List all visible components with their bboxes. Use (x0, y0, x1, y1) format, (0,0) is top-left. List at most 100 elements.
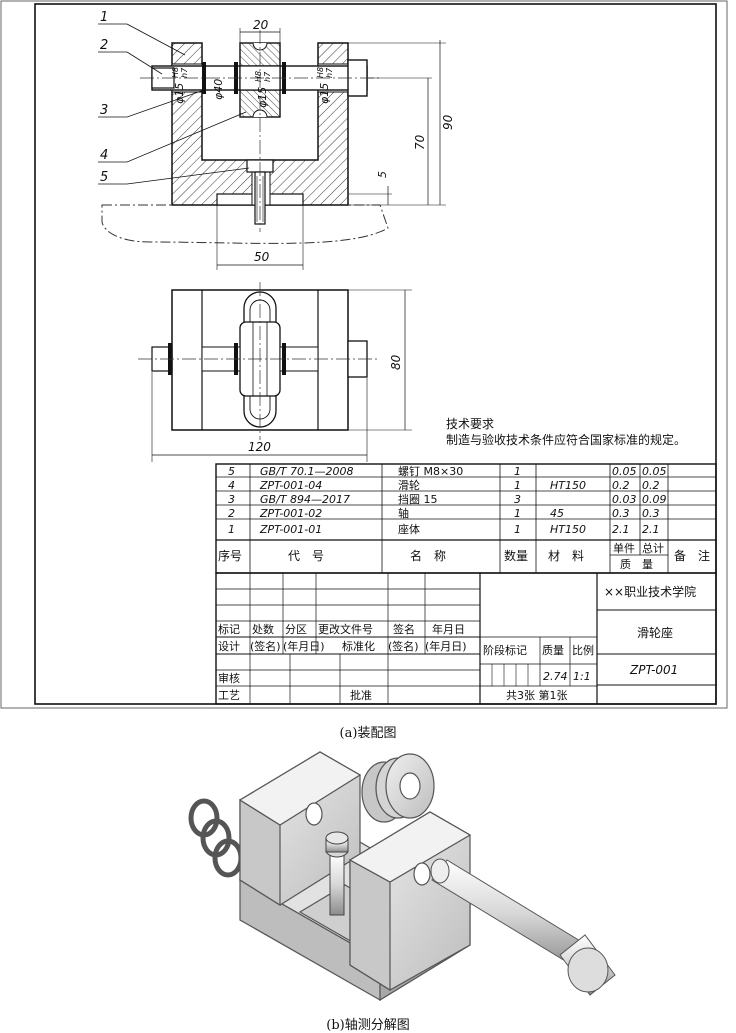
dim-20: 20 (253, 18, 269, 32)
bom-qty: 3 (514, 493, 521, 506)
bom-unit: 0.3 (612, 507, 630, 520)
rev-sign: 签名 (393, 622, 415, 636)
bom-material: 45 (550, 507, 564, 520)
callout-3: 3 (100, 103, 108, 118)
bom-total: 0.3 (642, 507, 660, 520)
tech-req-title: 技术要求 (446, 417, 494, 431)
retaining-rings (188, 798, 244, 878)
hdr-remark: 备 注 (674, 548, 710, 563)
hdr-code: 代 号 (288, 549, 324, 563)
bom-total: 0.09 (642, 493, 667, 506)
dim-phi40: φ40 (212, 79, 225, 100)
dim-5: 5 (376, 171, 389, 178)
bom-total: 0.2 (642, 479, 660, 492)
stage-mark: 阶段标记 (483, 643, 527, 657)
bom-name: 挡圈 15 (398, 492, 438, 506)
fit-mid-shaft: h7 (263, 71, 272, 82)
rev-date: 年月日 (432, 622, 465, 636)
rev-count: 处数 (252, 623, 274, 636)
tech-req-text: 制造与验收技术条件应符合国家标准的规定。 (446, 432, 686, 447)
design-label: 设计 (218, 640, 240, 653)
design-date: (年月日) (283, 639, 325, 653)
callout-1: 1 (100, 10, 108, 25)
callout-2: 2 (100, 38, 108, 53)
callout-4: 4 (100, 148, 108, 163)
hdr-seq: 序号 (218, 548, 242, 563)
caption-b: (b)轴测分解图 (326, 1018, 410, 1033)
fit-mid-hole: H8 (254, 71, 263, 82)
drawing-no: ZPT-001 (629, 663, 678, 677)
bom-total: 2.1 (642, 523, 660, 536)
bom-name: 螺钉 M8×30 (398, 465, 463, 478)
bom-total: 0.05 (642, 465, 667, 478)
bom-unit: 0.2 (612, 479, 630, 492)
bom-unit: 0.05 (612, 465, 637, 478)
bom-seq: 2 (228, 507, 235, 520)
std-date: (年月日) (425, 639, 467, 653)
review-label: 审核 (218, 671, 240, 685)
dim-50: 50 (254, 250, 270, 264)
hdr-total: 总计 (642, 541, 664, 555)
hdr-material: 材 料 (548, 549, 584, 563)
title-block (215, 572, 717, 705)
bom-seq: 4 (228, 479, 235, 492)
bom-unit: 2.1 (612, 523, 630, 536)
dim-70: 70 (413, 134, 427, 150)
callout-5: 5 (100, 170, 108, 185)
exploded-isometric-view (188, 751, 616, 1002)
fit-right-shaft: h7 (325, 67, 334, 78)
fit-right: φ15 (318, 83, 331, 104)
bom-qty: 1 (514, 479, 521, 492)
design-sign: (签名) (250, 639, 281, 653)
approve-label: 批准 (350, 688, 372, 702)
caption-a: (a)装配图 (339, 726, 397, 741)
dim-120: 120 (248, 440, 271, 454)
bom-code: ZPT-001-04 (259, 479, 322, 492)
bom-code: ZPT-001-01 (259, 523, 322, 536)
pulley (361, 753, 435, 823)
fit-left: φ15 (173, 83, 186, 104)
fit-left-hole: H8 (171, 67, 180, 78)
scale-value: 1:1 (573, 670, 591, 683)
mass-label: 质量 (542, 644, 564, 657)
base-body (238, 751, 472, 1002)
bom-qty: 1 (514, 523, 521, 536)
bom-code: ZPT-001-02 (259, 507, 322, 520)
fit-left-shaft: h7 (180, 67, 189, 78)
front-section-view: 1 2 3 4 5 20 90 70 5 50 φ40 φ15 H8 h7 φ1… (98, 10, 455, 270)
company: ××职业技术学院 (604, 584, 696, 599)
mass-value: 2.74 (543, 670, 568, 683)
std-sign: (签名) (388, 639, 419, 653)
bom-rows: 5 GB/T 70.1—2008 螺钉 M8×30 1 0.05 0.05 4 … (228, 465, 667, 536)
hdr-qty: 数量 (504, 548, 528, 563)
sheets: 共3张 第1张 (506, 688, 568, 702)
bom-material: HT150 (550, 523, 586, 536)
top-view: 80 120 (138, 282, 412, 462)
std-label: 标准化 (342, 639, 375, 653)
bom-qty: 1 (514, 507, 521, 520)
screw (325, 831, 349, 916)
title-block-text: 标记 处数 分区 更改文件号 签名 年月日 设计 (签名) (年月日) 标准化 … (218, 584, 696, 702)
dim-80: 80 (389, 354, 403, 370)
process-label: 工艺 (218, 689, 240, 702)
fit-mid: φ15 (256, 87, 269, 108)
bom-qty: 1 (514, 465, 521, 478)
outer-frame (0, 0, 728, 709)
scale-label: 比例 (572, 643, 594, 657)
drawing-border (34, 3, 717, 705)
bom-name: 座体 (398, 522, 420, 536)
bom-headers: 序号 代 号 名 称 数量 材 料 单件 总计 质 量 备 注 (218, 541, 710, 571)
bom-table (215, 463, 717, 574)
bom-code: GB/T 70.1—2008 (260, 465, 353, 478)
bom-seq: 5 (228, 465, 235, 478)
fit-right-hole: H8 (316, 67, 325, 78)
rev-mark: 标记 (218, 622, 240, 636)
bom-code: GB/T 894—2017 (260, 493, 350, 506)
bom-name: 滑轮 (398, 478, 420, 492)
bom-name: 轴 (398, 506, 409, 520)
assembly-drawing: 1 2 3 4 5 20 90 70 5 50 φ40 φ15 H8 h7 φ1… (0, 0, 728, 709)
hdr-name: 名 称 (410, 548, 446, 563)
bom-material: HT150 (550, 479, 586, 492)
hdr-mass: 质 量 (620, 558, 653, 571)
bom-seq: 3 (228, 493, 235, 506)
